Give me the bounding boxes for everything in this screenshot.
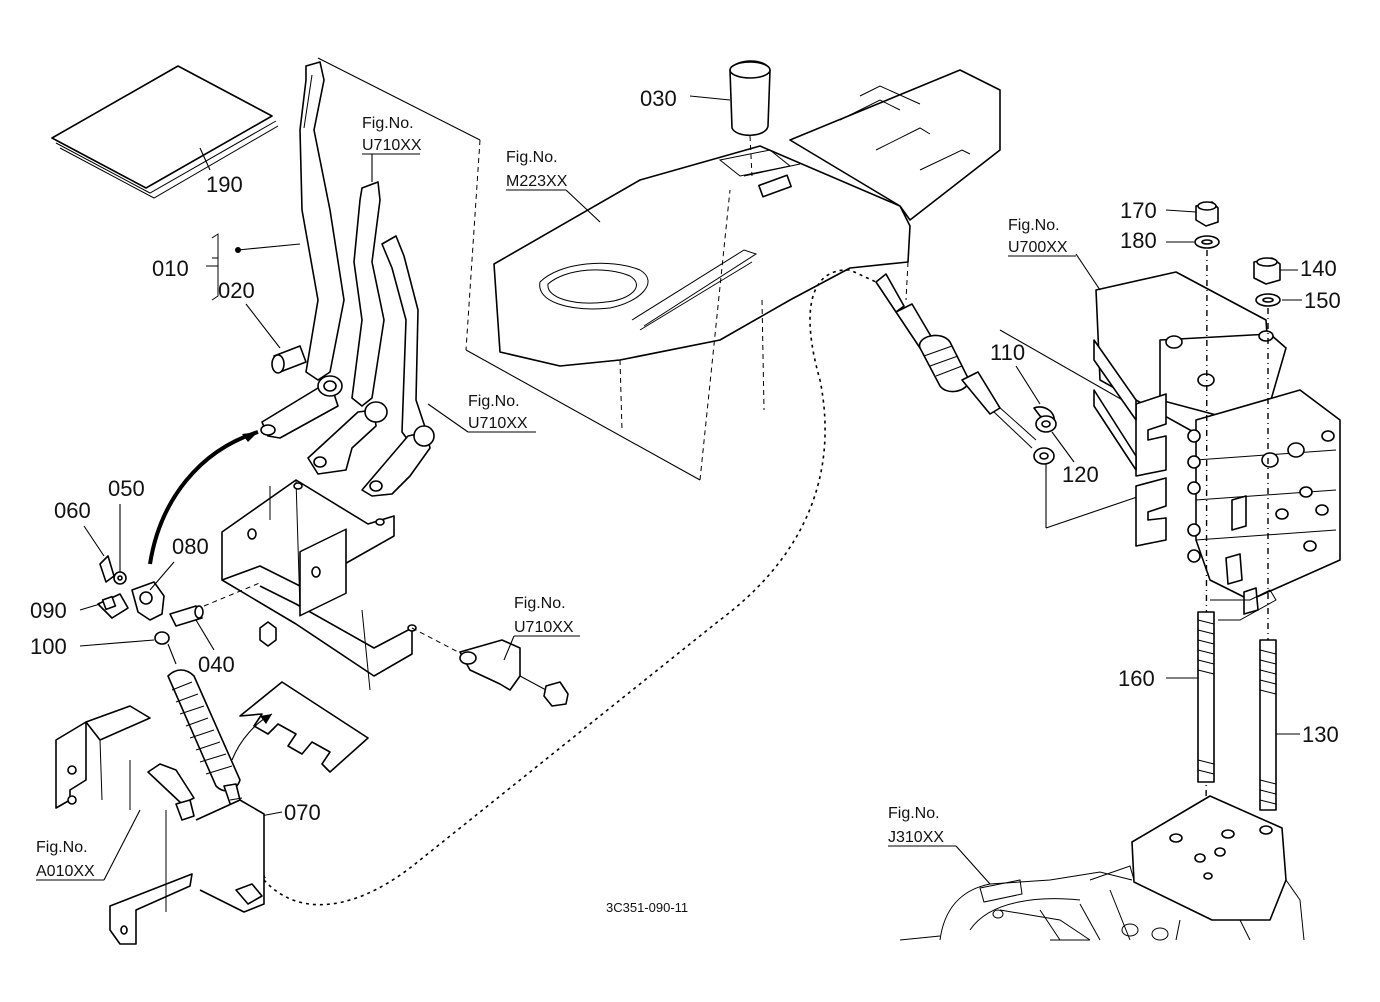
label-010: 010 <box>152 256 189 281</box>
part-060-clip <box>99 555 115 583</box>
part-080-clevis <box>131 581 165 621</box>
part-030-knob <box>729 60 771 137</box>
figref-j310: Fig.No. J310XX <box>888 805 991 885</box>
label-060: 060 <box>54 498 91 523</box>
svg-text:A010XX: A010XX <box>36 863 95 880</box>
floor-plate <box>239 681 369 773</box>
label-150: 150 <box>1304 288 1341 313</box>
transmission-housing <box>899 795 1305 941</box>
part-040-pin <box>169 605 204 627</box>
part-090-clip <box>97 593 129 619</box>
lever-bracket <box>221 479 417 691</box>
valve-block <box>1093 271 1341 621</box>
label-110: 110 <box>990 340 1025 365</box>
label-170: 170 <box>1120 198 1157 223</box>
svg-text:Fig.No.: Fig.No. <box>468 393 520 410</box>
svg-text:Fig.No.: Fig.No. <box>36 839 88 856</box>
label-190: 190 <box>206 172 243 197</box>
label-080: 080 <box>172 534 209 559</box>
right-cable <box>875 273 1037 449</box>
part-140-nut <box>1253 257 1281 285</box>
figref-u700: Fig.No. U700XX <box>1008 217 1076 257</box>
figref-u710-mid: Fig.No. U710XX <box>427 393 536 433</box>
part-020-bushing <box>271 345 307 374</box>
part-180-washer <box>1194 235 1220 249</box>
part-130-stud <box>1259 639 1277 811</box>
mount-bracket-left <box>55 705 265 945</box>
connector-pin <box>411 627 569 707</box>
figref-u710-top: Fig.No. U710XX <box>362 115 422 182</box>
label-040: 040 <box>198 652 235 677</box>
svg-text:J310XX: J310XX <box>888 829 944 846</box>
label-180: 180 <box>1120 228 1157 253</box>
label-090: 090 <box>30 598 67 623</box>
part-100-nut <box>154 631 170 645</box>
part-190-manual <box>51 65 279 199</box>
figref-m223: Fig.No. M223XX <box>506 149 601 223</box>
part-010-levers <box>260 61 435 497</box>
label-050: 050 <box>108 476 145 501</box>
label-140: 140 <box>1300 256 1337 281</box>
svg-text:U710XX: U710XX <box>468 415 528 432</box>
part-050-washer <box>113 571 127 585</box>
label-120: 120 <box>1062 462 1099 487</box>
svg-text:U710XX: U710XX <box>362 137 422 154</box>
part-120-washer <box>1033 415 1057 465</box>
svg-text:Fig.No.: Fig.No. <box>1008 217 1060 234</box>
svg-text:Fig.No.: Fig.No. <box>888 805 940 822</box>
figref-a010: Fig.No. A010XX <box>36 809 141 881</box>
label-030: 030 <box>640 86 677 111</box>
svg-text:M223XX: M223XX <box>506 173 568 190</box>
svg-text:U710XX: U710XX <box>514 619 574 636</box>
console-cover <box>493 69 1001 481</box>
label-130: 130 <box>1302 722 1339 747</box>
label-100: 100 <box>30 634 67 659</box>
part-170-nut <box>1195 201 1219 227</box>
label-160: 160 <box>1118 666 1155 691</box>
svg-text:U700XX: U700XX <box>1008 239 1068 256</box>
drawing-code: 3C351-090-11 <box>606 900 688 915</box>
svg-text:Fig.No.: Fig.No. <box>514 595 566 612</box>
figref-u710-low: Fig.No. U710XX <box>503 595 580 661</box>
svg-text:Fig.No.: Fig.No. <box>362 115 414 132</box>
label-020: 020 <box>218 278 255 303</box>
part-160-stud <box>1197 611 1215 783</box>
svg-text:Fig.No.: Fig.No. <box>506 149 558 166</box>
label-070: 070 <box>284 800 321 825</box>
part-150-washer <box>1255 293 1281 307</box>
